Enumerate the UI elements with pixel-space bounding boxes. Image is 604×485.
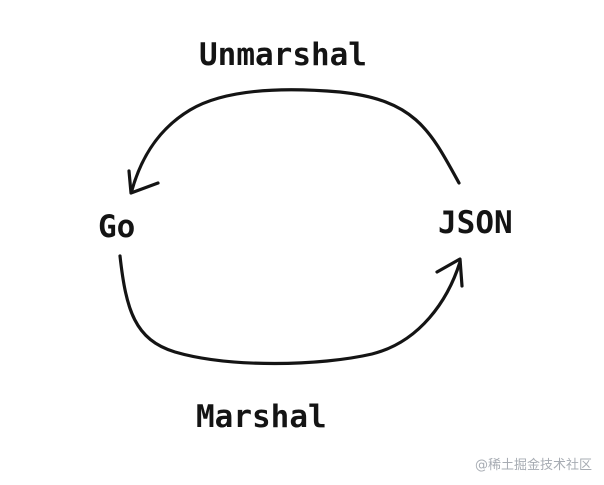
marshal-arrow-curve [118, 254, 462, 366]
watermark-text: @稀土掘金技术社区 [474, 458, 592, 473]
unmarshal-arrow [127, 88, 461, 195]
unmarshal-label: Unmarshal [199, 37, 367, 73]
marshal-label: Marshal [196, 399, 327, 435]
marshal-arrowhead [435, 257, 464, 288]
go-node-label: Go [98, 209, 136, 245]
json-node-label: JSON [438, 205, 513, 241]
unmarshal-arrow-curve [130, 88, 461, 192]
unmarshal-arrowhead [127, 169, 160, 195]
marshal-arrow [118, 254, 464, 366]
